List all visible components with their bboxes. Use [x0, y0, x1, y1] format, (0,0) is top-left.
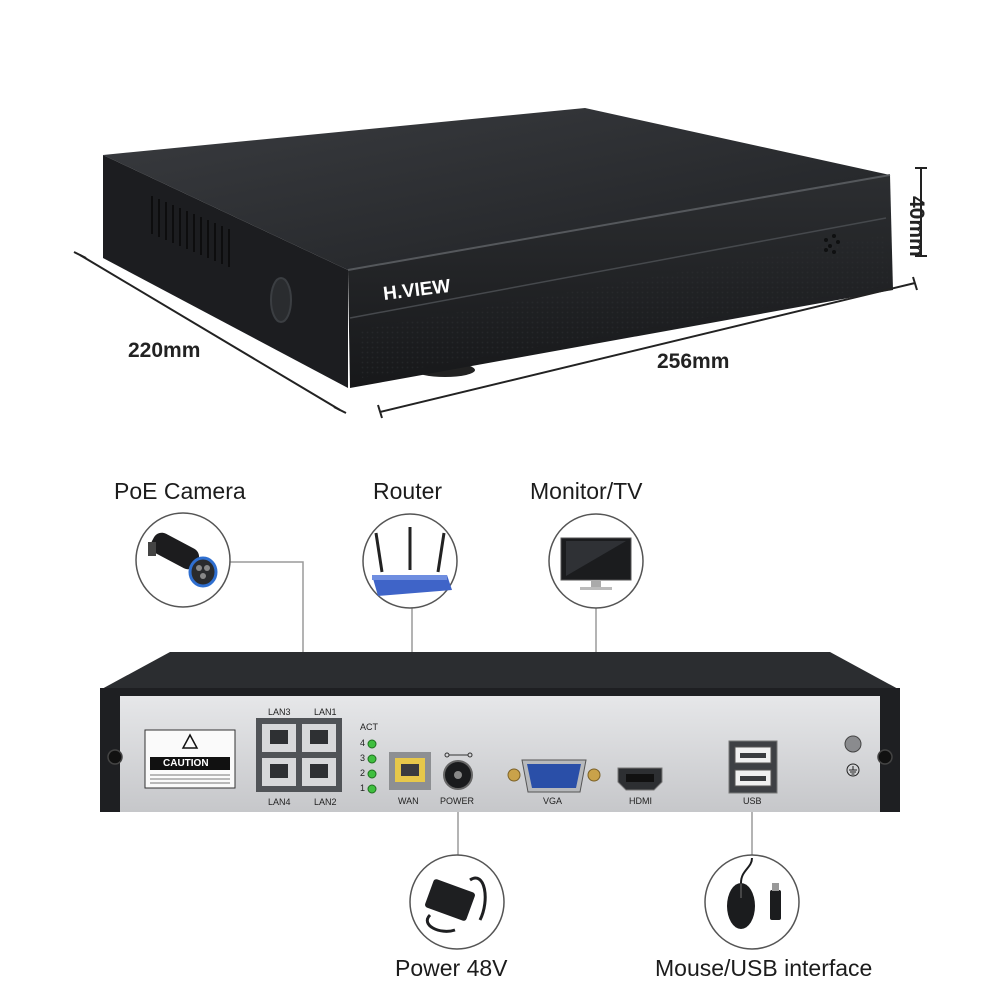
ground-screw [844, 735, 862, 753]
edge-highlight [347, 174, 891, 271]
dc-polarity-icon [444, 752, 473, 758]
led-4-label: 4 [360, 738, 366, 748]
mouse-icon [727, 857, 755, 929]
usb-drive-icon [770, 883, 781, 920]
lan3-label: LAN3 [268, 707, 291, 717]
power-adapter-icon [425, 876, 487, 933]
wan-label: WAN [398, 796, 419, 806]
height-label: 40mm [905, 196, 928, 257]
caution-text: CAUTION [163, 758, 209, 769]
led-1-label: 1 [360, 783, 366, 793]
caution-bar [150, 757, 230, 770]
hdmi-port[interactable] [617, 767, 663, 791]
front-mesh [360, 235, 888, 378]
power-adapter-circle [409, 854, 505, 950]
monitor-icon [560, 537, 632, 590]
screw [877, 749, 893, 765]
side-vents [151, 196, 230, 267]
nvr-rear-panel [100, 652, 900, 812]
usb-ports[interactable] [728, 740, 778, 794]
led-2-label: 2 [360, 768, 366, 778]
speaker-grille [824, 234, 840, 254]
mouse-usb-circle [704, 854, 800, 950]
side-face [103, 155, 348, 388]
monitor-label: Monitor/TV [530, 478, 643, 504]
router-icon [372, 527, 452, 596]
rear-top-edge [100, 652, 900, 690]
depth-label: 220mm [128, 339, 201, 362]
router-label: Router [373, 478, 443, 504]
lan4-label: LAN4 [268, 797, 291, 807]
monitor-circle [548, 513, 644, 609]
dimension-lines [73, 167, 927, 419]
act-label: ACT [360, 722, 378, 732]
power-label: Power 48V [395, 955, 508, 981]
lan1-label: LAN1 [314, 707, 337, 717]
poe-camera-circle [135, 512, 231, 608]
poe-camera-label: PoE Camera [114, 478, 246, 504]
top-face [103, 108, 890, 270]
bezel-line [349, 217, 887, 319]
act-leds [367, 739, 377, 794]
led-3-label: 3 [360, 753, 366, 763]
ground-icon [846, 763, 860, 777]
nvr-front-view [103, 108, 893, 388]
screw [107, 749, 123, 765]
lan2-label: LAN2 [314, 797, 337, 807]
side-knob [270, 277, 292, 323]
warning-icon [181, 733, 199, 749]
vga-label: VGA [543, 796, 563, 806]
hdmi-label: HDMI [629, 796, 652, 806]
camera-icon [148, 532, 218, 588]
usb-label: USB [743, 796, 762, 806]
mouse-usb-label: Mouse/USB interface [655, 955, 873, 981]
width-label: 256mm [657, 350, 730, 373]
vga-port[interactable] [507, 759, 601, 793]
router-circle [362, 513, 458, 609]
caution-fineprint [150, 774, 230, 784]
power-port-label: POWER [440, 796, 475, 806]
